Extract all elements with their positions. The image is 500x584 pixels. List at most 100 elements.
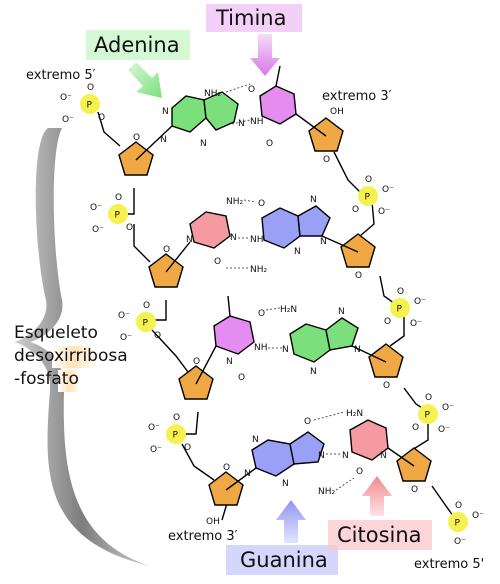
timina-arrow: [250, 34, 280, 76]
deoxyribose-sugar: O: [178, 357, 214, 400]
oxygen-minus: O⁻: [90, 203, 102, 213]
adenine-base: H₂N N N N N: [280, 305, 387, 377]
thymine-base: O NH O: [248, 65, 327, 149]
nitrogen: N: [354, 345, 361, 355]
hydrogen-bond: [243, 199, 257, 203]
nitrogen: N: [310, 195, 317, 205]
phosphorus-atom: P: [115, 211, 121, 221]
oxygen: O: [304, 417, 311, 427]
oxygen: O: [455, 501, 462, 511]
oxygen: O: [258, 309, 265, 319]
deoxyribose-sugar: O OH: [206, 463, 244, 527]
phosphate-group: P O⁻ O O⁻ O: [60, 83, 105, 125]
phosphate-group: P O⁻ O O⁻ O: [118, 301, 161, 343]
oxygen: O: [384, 317, 391, 327]
backbone-label-line2: desoxirribosa: [14, 346, 128, 366]
backbone-label-highlight: [58, 370, 80, 392]
end-3-bottom-label: extremo 3′: [168, 529, 238, 544]
amide-nh: NH: [250, 235, 264, 245]
oxygen-minus: O⁻: [62, 115, 74, 125]
cytosine-base: H₂N N N O: [342, 409, 415, 477]
nitrogen: N: [200, 139, 207, 149]
ring-oxygen: O: [383, 381, 390, 391]
nitrogen: N: [244, 469, 251, 479]
oxygen-minus: O⁻: [442, 403, 454, 413]
nitrogen: N: [186, 235, 193, 245]
oxygen-minus: O⁻: [60, 93, 72, 103]
hydrogen-bond: [265, 307, 281, 311]
nitrogen: N: [380, 451, 387, 461]
oxygen: O: [352, 205, 359, 215]
timina-label: Timina: [215, 6, 287, 30]
guanine-base: N N N O N NH₂: [225, 417, 336, 497]
phosphorus-atom: P: [365, 193, 371, 203]
oxygen: O: [173, 413, 180, 423]
nitrogen: N: [226, 357, 233, 367]
backbone-label-highlight: [52, 346, 96, 368]
deoxyribose-sugar: O: [148, 245, 184, 288]
nitrogen: N: [230, 233, 237, 243]
ring-oxygen: O: [163, 245, 170, 255]
oxygen: O: [425, 393, 432, 403]
backbone-bracket: [14, 128, 150, 566]
amine-group: H₂N: [346, 409, 363, 419]
oxygen-minus: O⁻: [454, 537, 466, 547]
hydrogen-bond: [231, 119, 251, 125]
amide-nh: NH: [254, 343, 268, 353]
oxygen-minus: O⁻: [118, 311, 130, 321]
phosphate-group: P O O⁻ O⁻: [448, 501, 484, 547]
phosphate-group: P O O⁻ O O⁻: [352, 175, 394, 217]
end-3-top-label: extremo 3′: [322, 89, 392, 104]
oxygen: O: [98, 113, 105, 123]
ring-oxygen: O: [355, 271, 362, 281]
deoxyribose-sugar: O: [340, 233, 376, 281]
guanina-label-bg: [226, 545, 338, 575]
oxygen: O: [184, 443, 191, 453]
oxygen-minus: O⁻: [410, 319, 422, 329]
oxygen: O: [238, 373, 245, 383]
oxygen: O: [154, 331, 161, 341]
oxygen: O: [365, 175, 372, 185]
citosina-label: Citosina: [337, 523, 422, 547]
adenina-arrow: [128, 62, 162, 98]
oxygen-minus: O⁻: [378, 207, 390, 217]
phosphate-group: P O O⁻ O O⁻: [384, 287, 426, 329]
adenina-label: Adenina: [94, 33, 180, 57]
nitrogen: N: [282, 345, 289, 355]
oxygen: O: [126, 223, 133, 233]
amine-group: H₂N: [280, 305, 297, 315]
amine-group: NH₂: [226, 197, 244, 207]
deoxyribose-sugar: O: [396, 447, 432, 495]
deoxyribose-sugar: O: [368, 343, 404, 391]
end-5-bottom-label: extremo 5': [414, 557, 484, 572]
guanine-base: O NH NH₂ N N N: [250, 195, 359, 275]
oxygen: O: [356, 467, 363, 477]
nitrogen: N: [318, 451, 325, 461]
nitrogen: N: [162, 107, 169, 117]
oxygen-minus: O⁻: [120, 333, 132, 343]
hydrogen-bond: [225, 83, 251, 93]
ring-oxygen: O: [411, 485, 418, 495]
oxygen-minus: O⁻: [438, 425, 450, 435]
ring-oxygen: O: [223, 463, 230, 473]
guanina-arrow: [276, 500, 306, 543]
citosina-label-bg: [328, 520, 432, 550]
oxygen-minus: O⁻: [92, 225, 104, 235]
thymine-base: O NH N O: [195, 295, 268, 385]
cytosine-base: NH₂ N N O: [165, 197, 244, 273]
amide-nh: NH: [250, 117, 264, 127]
guanina-label: Guanina: [240, 548, 328, 572]
oxygen: O: [143, 301, 150, 311]
end-5-top-label: extremo 5′: [26, 68, 96, 83]
adenina-label-bg: [86, 30, 190, 60]
backbone-label-line1: Esqueleto: [14, 323, 98, 343]
ring-oxygen: O: [193, 357, 200, 367]
phosphorus-atom: P: [397, 305, 403, 315]
amine-group: NH₂: [250, 265, 268, 275]
oxygen: O: [412, 423, 419, 433]
oxygen: O: [397, 287, 404, 297]
oxygen: O: [115, 193, 122, 203]
oxygen: O: [258, 199, 265, 209]
oxygen-minus: O⁻: [148, 423, 160, 433]
